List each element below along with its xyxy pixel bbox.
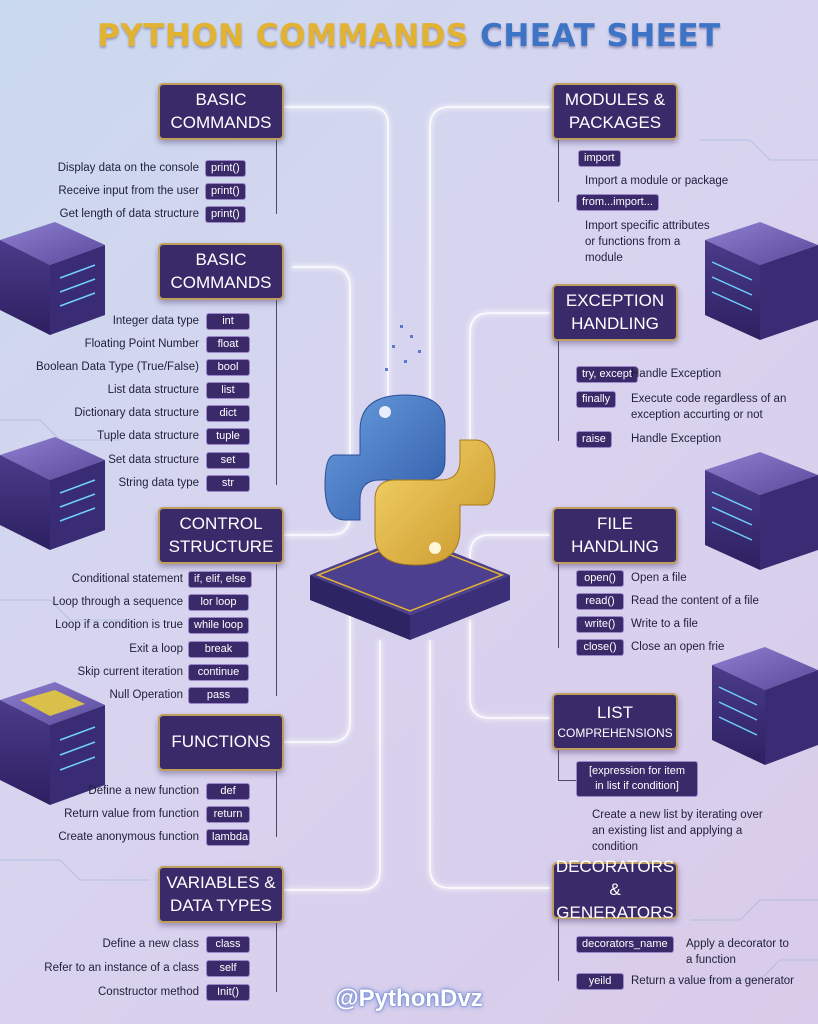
desc-exit-loop: Exit a loop — [129, 643, 183, 655]
cmd-for-loop: lor loop — [188, 594, 249, 611]
desc-tuple: Tuple data structure — [97, 430, 199, 442]
header-list-title: LIST — [597, 702, 633, 722]
desc-display-data: Display data on the console — [57, 162, 199, 174]
header-control-structure: CONTROL STRUCTURE — [158, 507, 284, 564]
cmd-if-elif-else: if, elif, else — [188, 571, 252, 588]
cmd-finally: finally — [576, 391, 617, 408]
desc-open-file: Open a file — [631, 572, 687, 584]
desc-define-function: Define a new function — [88, 785, 199, 797]
desc-constructor: Constructor method — [98, 986, 199, 998]
cmd-raise: raise — [576, 431, 612, 448]
server-cube-icon — [705, 452, 818, 570]
desc-receive-input: Receive input from the user — [58, 185, 199, 197]
header-decorators-generators: DECORATORS & GENERATORS — [552, 857, 678, 922]
desc-apply-decorator: Apply a decorator to a function — [686, 938, 789, 966]
cmd-float: float — [206, 336, 250, 353]
title-part-2: CHEAT SHEET — [480, 18, 721, 54]
header-file-handling: FILE HANDLING — [552, 507, 678, 564]
chip-cube-icon — [0, 682, 105, 805]
cmd-init: Init() — [206, 984, 250, 1001]
cmd-list-comprehension: [expression for item in list if conditio… — [576, 761, 698, 797]
cmd-dict: dict — [206, 405, 250, 422]
cmd-continue: continue — [188, 664, 249, 681]
desc-loop-condition: Loop if a condition is true — [55, 619, 183, 631]
header-basic-commands-2: BASIC COMMANDS — [158, 243, 284, 300]
cmd-import: import — [578, 150, 621, 167]
cmd-def: def — [206, 783, 250, 800]
desc-list-comprehension: Create a new list by iterating over an e… — [592, 809, 763, 853]
desc-define-class: Define a new class — [102, 938, 199, 950]
cmd-class: class — [206, 936, 250, 953]
cmd-from-import: from...import... — [576, 194, 659, 211]
desc-finally: Execute code regardless of an exception … — [631, 393, 787, 421]
desc-import-specific: Import specific attributes or functions … — [585, 220, 710, 264]
cmd-print: print() — [205, 206, 246, 223]
cmd-set: set — [206, 452, 250, 469]
desc-raise: Handle Exception — [631, 433, 722, 445]
cmd-close: close() — [576, 639, 624, 656]
cmd-print: print() — [205, 160, 246, 177]
desc-refer-instance: Refer to an instance of a class — [44, 962, 199, 974]
server-cube-icon — [0, 437, 105, 550]
cmd-pass: pass — [188, 687, 249, 704]
desc-read-file: Read the content of a file — [631, 595, 759, 607]
cmd-break: break — [188, 641, 249, 658]
server-cube-icon — [0, 222, 105, 335]
desc-return-value: Return value from function — [64, 808, 199, 820]
header-modules-packages: MODULES & PACKAGES — [552, 83, 678, 140]
cmd-read: read() — [576, 593, 624, 610]
desc-write-file: Write to a file — [631, 618, 698, 630]
desc-handle-exception: Handle Exception — [631, 368, 722, 380]
cmd-lambda: lambda — [206, 829, 250, 846]
desc-null-operation: Null Operation — [109, 689, 183, 701]
title-part-1: PYTHON COMMANDS — [97, 18, 469, 54]
cmd-yield: yeild — [576, 973, 624, 990]
server-cube-icon — [712, 647, 818, 765]
header-basic-commands-1: BASIC COMMANDS — [158, 83, 284, 140]
desc-set: Set data structure — [108, 454, 199, 466]
desc-import-module: Import a module or package — [585, 175, 729, 187]
header-list-subtitle: COMPREHENSIONS — [557, 725, 673, 740]
desc-dict: Dictionary data structure — [74, 407, 199, 419]
cmd-list: list — [206, 382, 250, 399]
desc-yield: Return a value from a generator — [631, 975, 795, 987]
cmd-int: int — [206, 313, 250, 330]
desc-string: String data type — [118, 477, 199, 489]
desc-anonymous-function: Create anonymous function — [58, 831, 199, 843]
desc-conditional: Conditional statement — [71, 573, 183, 585]
cmd-str: str — [206, 475, 250, 492]
desc-skip-iteration: Skip current iteration — [77, 666, 183, 678]
cmd-try-except: try, except — [576, 366, 638, 383]
cmd-print: print() — [205, 183, 246, 200]
footer-handle: @PythonDvz — [335, 985, 483, 1012]
desc-float: Floating Point Number — [84, 338, 199, 350]
python-logo-icon — [310, 394, 510, 640]
header-list-comprehensions: LIST COMPREHENSIONS — [552, 693, 678, 750]
desc-bool: Boolean Data Type (True/False) — [36, 361, 199, 373]
cmd-open: open() — [576, 570, 624, 587]
desc-close-file: Close an open frie — [631, 641, 725, 653]
cmd-self: self — [206, 960, 250, 977]
header-variables-data-types: VARIABLES & DATA TYPES — [158, 866, 284, 923]
cmd-return: return — [206, 806, 250, 823]
page-title: PYTHON COMMANDS CHEAT SHEET — [0, 18, 818, 54]
cmd-bool: bool — [206, 359, 250, 376]
server-cube-icon — [705, 222, 818, 340]
desc-loop-sequence: Loop through a sequence — [52, 596, 183, 608]
cmd-while-loop: while loop — [188, 617, 249, 634]
desc-get-length: Get length of data structure — [59, 208, 199, 220]
header-exception-handling: EXCEPTION HANDLING — [552, 284, 678, 341]
desc-list: List data structure — [107, 384, 199, 396]
desc-integer: Integer data type — [112, 315, 199, 327]
cmd-decorators-name: decorators_name — [576, 936, 674, 953]
cmd-tuple: tuple — [206, 428, 250, 445]
header-functions: FUNCTIONS — [158, 714, 284, 771]
cmd-write: write() — [576, 616, 624, 633]
